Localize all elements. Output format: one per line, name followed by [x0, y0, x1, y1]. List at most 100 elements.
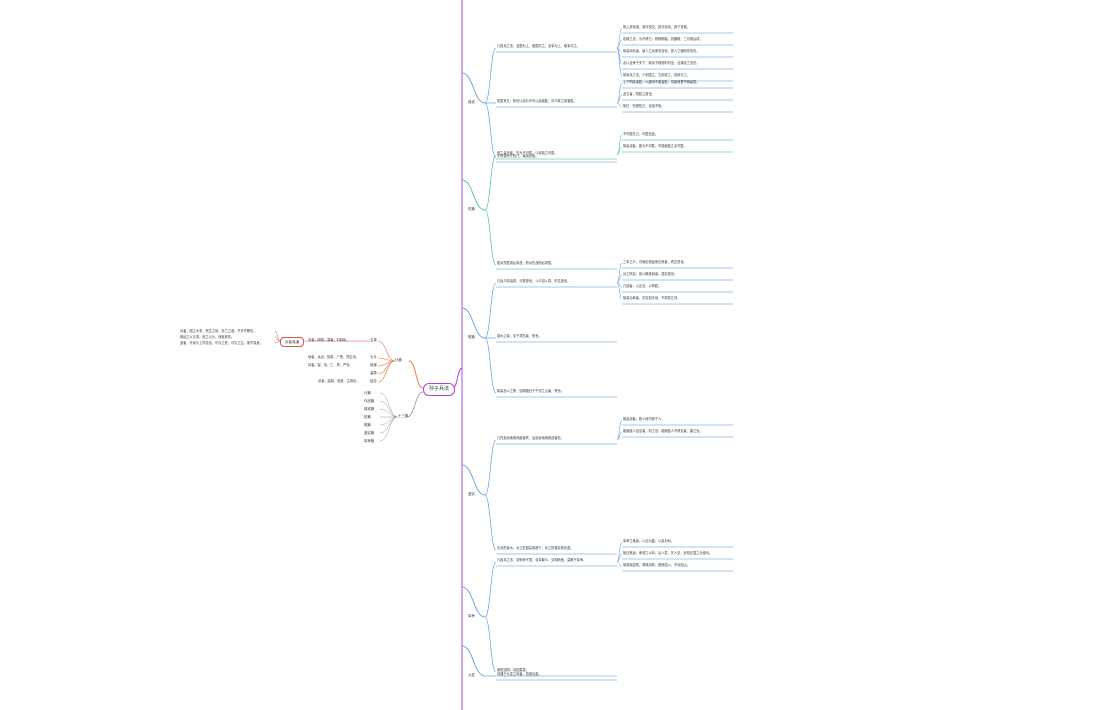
branch-label[interactable]: 势篇	[468, 335, 475, 339]
note-connector	[616, 274, 623, 284]
note-connector	[616, 39, 623, 49]
list-item-label[interactable]: 计篇	[364, 391, 371, 395]
note-text[interactable]: 必以全争于天下，故兵不顿而利可全，此谋攻之法也。	[623, 61, 700, 65]
child-connector	[484, 337, 497, 394]
note-text[interactable]: 能使敌人自至者，利之也；能使敌人不得至者，害之也。	[623, 429, 703, 433]
note-connector	[616, 146, 623, 156]
branch-connector	[461, 179, 486, 211]
child-connector	[484, 47, 497, 104]
note-connector	[616, 102, 623, 108]
branch-connector	[461, 72, 486, 104]
branch-label[interactable]: 形篇	[468, 207, 475, 211]
note-connector	[616, 561, 623, 567]
child-label[interactable]: 凡用兵之法，将受命于君，合军聚众，交和而舍，莫难于军争。	[497, 558, 587, 562]
note-connector	[616, 282, 623, 300]
child-connector	[484, 439, 497, 496]
root-to-left-branch-line	[408, 360, 424, 389]
root-to-list-branch-line	[406, 391, 424, 418]
list-item-connector	[379, 408, 399, 418]
left-child-label[interactable]: 庙算	[370, 371, 377, 375]
branch-connector	[461, 307, 486, 339]
list-item-connector	[379, 416, 399, 426]
note-text[interactable]: 凡战者，以正合，以奇胜。	[623, 284, 662, 288]
note-text[interactable]: 故曰：知彼知己，百战不殆。	[623, 104, 665, 108]
list-item-label[interactable]: 势篇	[364, 423, 371, 427]
branch-label[interactable]: 九变	[468, 673, 475, 677]
child-connector	[484, 494, 497, 551]
list-item-label[interactable]: 作战篇	[364, 399, 375, 403]
list-item-connector	[379, 416, 399, 434]
list-item-connector	[379, 416, 399, 442]
note-text[interactable]: 上下同欲者胜；以虞待不虞者胜；将能而君不御者胜。	[623, 80, 700, 84]
side-note[interactable]: 故经之以五事，校之以计，而索其情。	[180, 335, 235, 339]
branch-connector	[461, 464, 486, 496]
child-label[interactable]: 昔之善战者，先为不可胜，以待敌之可胜。	[497, 151, 558, 155]
child-label[interactable]: 夫兵形象水，水之形避高而趋下，兵之形避实而击虚。	[497, 546, 574, 550]
left-child-label[interactable]: 七计	[370, 355, 377, 359]
note-text[interactable]: 兵之所加，如以碫投卵者，虚实是也。	[623, 272, 678, 276]
child-connector	[484, 282, 497, 339]
left-small-note[interactable]: 天者，阴阳、寒暑、时制也。	[308, 338, 350, 342]
note-connector	[616, 431, 623, 441]
list-item-label[interactable]: 谋攻篇	[364, 407, 375, 411]
note-text[interactable]: 军争之难者，以迂为直，以患为利。	[623, 539, 674, 543]
left-child-label[interactable]: 结论	[370, 379, 377, 383]
left-small-note[interactable]: 将者，智、信、仁、勇、严也。	[308, 363, 353, 367]
child-connector	[484, 209, 497, 266]
branch-connector	[461, 645, 486, 677]
note-connector	[616, 419, 623, 441]
side-topic-node[interactable]: 兵者诡道	[280, 337, 304, 347]
side-note[interactable]: 兵者，国之大事，死生之地，存亡之道，不可不察也。	[180, 329, 257, 333]
list-item-label[interactable]: 形篇	[364, 415, 371, 419]
branch-label[interactable]: 虚实	[468, 492, 475, 496]
note-text[interactable]: 三军之众，可使必受敌而无败者，奇正是也。	[623, 260, 687, 264]
left-child-connector	[377, 360, 396, 383]
note-text[interactable]: 故善战者，致人而不致于人。	[623, 417, 665, 421]
child-connector	[484, 102, 497, 159]
child-label[interactable]: 凡用兵之法，全国为上，破国次之；全军为上，破军次之。	[497, 44, 580, 48]
note-text[interactable]: 攻城之法，为不得已。修橹轒辒，具器械，三月而后成。	[623, 37, 703, 41]
child-label[interactable]: 难知如阴，动如雷震。	[497, 668, 529, 672]
note-text[interactable]: 故善用兵者，屈人之兵而非战也，拔人之城而非攻也。	[623, 49, 700, 53]
note-text[interactable]: 不可胜在己，可胜在敌。	[623, 132, 659, 136]
note-connector	[616, 47, 623, 77]
child-label[interactable]: 不知彼而不知己，每战必殆。	[497, 154, 539, 158]
left-small-note[interactable]: 地者，远近、险易、广狭、死生也。	[308, 355, 359, 359]
list-item-connector	[379, 392, 399, 418]
root-to-trunk-line	[452, 367, 463, 389]
left-child-label[interactable]: 五事	[370, 338, 377, 342]
note-text[interactable]: 此五者，知胜之道也。	[623, 92, 655, 96]
child-label[interactable]: 胜兵先胜而后求战，败兵先战而后求胜。	[497, 261, 555, 265]
note-text[interactable]: 故上兵伐谋，其次伐交，其次伐兵，其下攻城。	[623, 25, 690, 29]
side-note[interactable]: 道者，令民与上同意也，可与之死，可与之生，而不畏危。	[180, 341, 263, 345]
child-label[interactable]: 知胜有五：知可以战与不可以战者胜；识众寡之用者胜。	[497, 99, 577, 103]
list-item-label[interactable]: 虚实篇	[364, 431, 375, 435]
child-label[interactable]: 故善战人之势，如转圆石于千仞之山者，势也。	[497, 389, 564, 393]
note-text[interactable]: 故其疾如风，其徐如林，侵掠如火，不动如山。	[623, 563, 690, 567]
note-text[interactable]: 故善出奇者，无穷如天地，不竭如江河。	[623, 296, 681, 300]
child-label[interactable]: 凡先处战地而待敌者佚，后处战地而趋战者劳。	[497, 436, 564, 440]
root-node[interactable]: 孙子兵法	[423, 383, 455, 396]
child-label[interactable]: 将通于九变之利者，知用兵矣。	[497, 672, 542, 676]
branch-label[interactable]: 谋攻	[468, 100, 475, 104]
branch-label[interactable]: 军争	[468, 614, 475, 618]
note-text[interactable]: 故善战者，能为不可胜，不能使敌之必可胜。	[623, 144, 687, 148]
child-label[interactable]: 激水之疾，至于漂石者，势也。	[497, 334, 542, 338]
child-connector	[484, 616, 497, 673]
left-child-label[interactable]: 诡道	[370, 363, 377, 367]
note-connector	[616, 262, 623, 284]
note-connector	[616, 94, 623, 104]
child-connector	[484, 561, 497, 618]
note-text[interactable]: 故迂其途，而诱之以利，后人发，先人至，此知迂直之计者也。	[623, 551, 713, 555]
note-text[interactable]: 故用兵之法，十则围之，五则攻之，倍则分之。	[623, 73, 690, 77]
list-item-label[interactable]: 军争篇	[364, 439, 375, 443]
note-connector	[616, 134, 623, 156]
note-connector	[616, 27, 623, 49]
child-label[interactable]: 凡治众如治寡，分数是也；斗众如斗寡，形名是也。	[497, 279, 571, 283]
left-branch-label[interactable]: 计篇	[395, 358, 402, 362]
note-connector	[616, 82, 623, 104]
list-item-connector	[379, 400, 399, 418]
note-connector	[616, 541, 623, 563]
left-small-note[interactable]: 法者，曲制、官道、主用也。	[318, 379, 360, 383]
list-branch-label[interactable]: 十三篇	[398, 414, 409, 418]
